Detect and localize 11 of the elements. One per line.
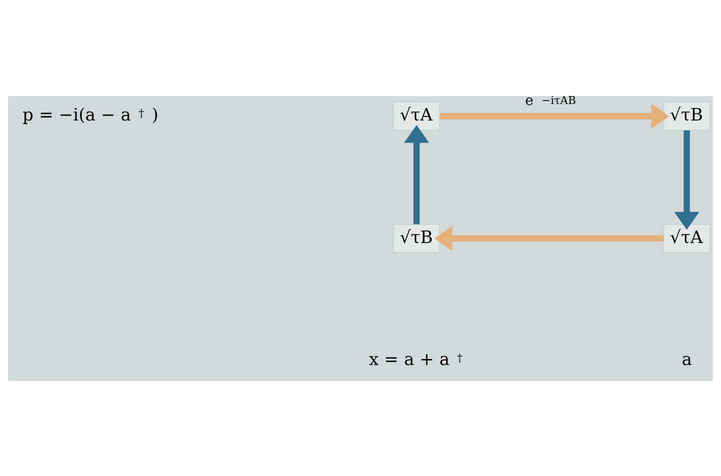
arrow bbox=[440, 103, 670, 128]
arrow bbox=[674, 130, 700, 230]
label: a bbox=[682, 350, 692, 370]
label: x = a + a† bbox=[369, 350, 463, 370]
node-box: √τB bbox=[663, 101, 710, 130]
label: p = −i(a − a†) bbox=[22, 105, 158, 126]
node-box: √τA bbox=[393, 101, 440, 130]
arrow bbox=[404, 124, 430, 224]
arrow bbox=[434, 225, 664, 251]
node-box: √τA bbox=[663, 224, 710, 252]
node-box: √τB bbox=[393, 224, 440, 252]
